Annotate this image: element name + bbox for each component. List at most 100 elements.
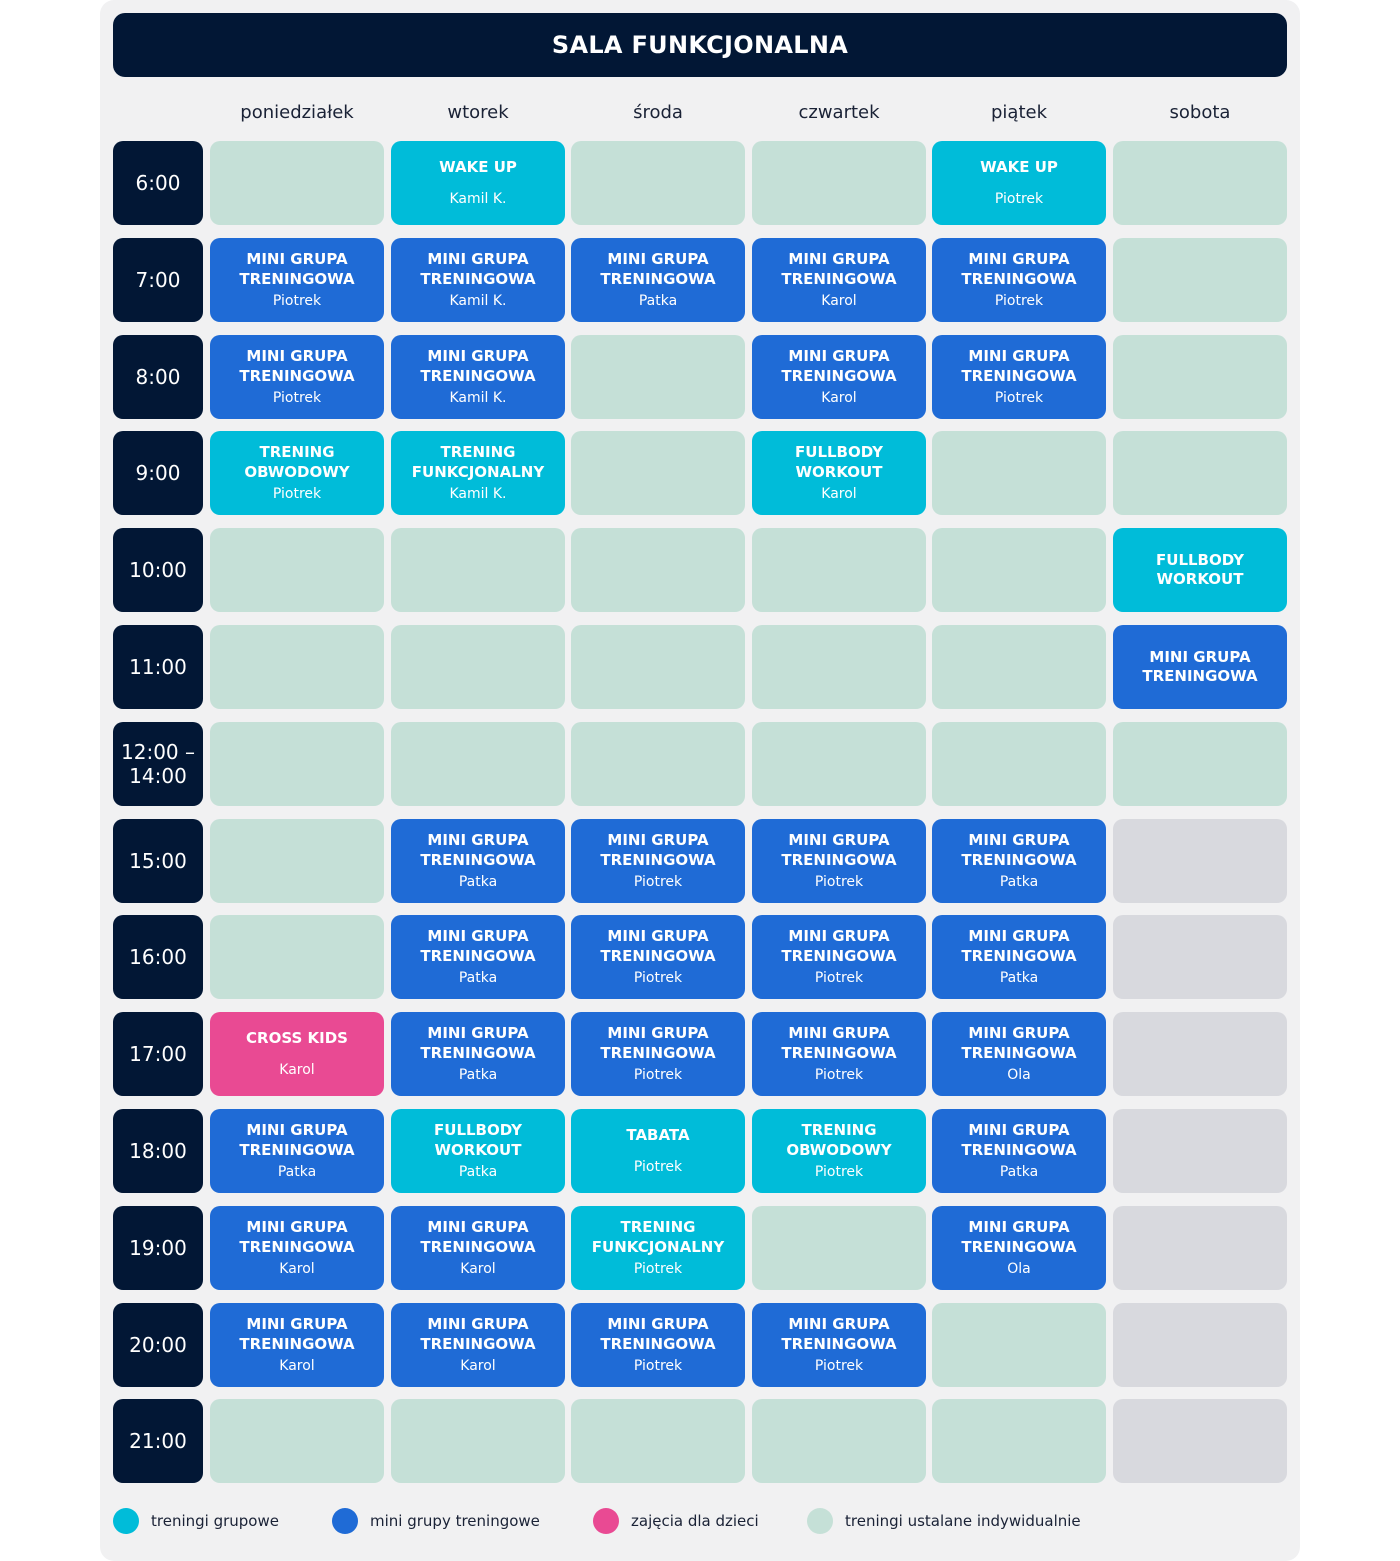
trainer-name: Kamil K. xyxy=(449,191,507,208)
class-name: MINI GRUPA TRENINGOWA xyxy=(600,831,716,869)
class-slot[interactable]: MINI GRUPA TRENINGOWA Piotrek xyxy=(932,238,1106,322)
time-label: 7:00 xyxy=(113,238,203,322)
day-header: poniedziałek xyxy=(240,102,354,123)
day-header: środa xyxy=(633,102,683,123)
empty-slot xyxy=(1113,915,1287,999)
class-slot[interactable]: MINI GRUPA TRENINGOWA xyxy=(1113,625,1287,709)
trainer-name: Piotrek xyxy=(994,293,1044,309)
empty-slot xyxy=(1113,1012,1287,1096)
class-name: MINI GRUPA TRENINGOWA xyxy=(600,1024,716,1062)
trainer-name: Karol xyxy=(821,293,857,309)
time-label: 6:00 xyxy=(113,141,203,225)
class-name: MINI GRUPA TRENINGOWA xyxy=(239,250,355,288)
day-header: sobota xyxy=(1169,102,1231,123)
class-slot[interactable]: MINI GRUPA TRENINGOWA Patka xyxy=(391,915,565,999)
class-name: TRENING OBWODOWY xyxy=(244,443,350,481)
legend-dot-icon xyxy=(332,1508,358,1534)
trainer-name: Piotrek xyxy=(814,970,864,986)
empty-slot xyxy=(932,722,1106,806)
class-name: MINI GRUPA TRENINGOWA xyxy=(420,1024,536,1062)
trainer-name: Karol xyxy=(821,486,857,502)
class-name: MINI GRUPA TRENINGOWA xyxy=(420,927,536,965)
class-name: MINI GRUPA TRENINGOWA xyxy=(1142,647,1258,686)
time-label: 12:00 – 14:00 xyxy=(113,722,203,806)
trainer-name: Piotrek xyxy=(633,970,683,986)
trainer-name: Patka xyxy=(458,970,498,986)
time-label: 16:00 xyxy=(113,915,203,999)
class-name: MINI GRUPA TRENINGOWA xyxy=(420,250,536,288)
class-name: TRENING FUNKCJONALNY xyxy=(411,443,545,481)
class-slot[interactable]: MINI GRUPA TRENINGOWA Piotrek xyxy=(210,238,384,322)
class-name: CROSS KIDS xyxy=(246,1028,348,1047)
trainer-name: Piotrek xyxy=(272,293,322,309)
class-name: MINI GRUPA TRENINGOWA xyxy=(961,250,1077,288)
trainer-name: Piotrek xyxy=(633,1358,683,1374)
empty-slot xyxy=(571,1399,745,1483)
time-label: 9:00 xyxy=(113,431,203,515)
class-name: MINI GRUPA TRENINGOWA xyxy=(961,927,1077,965)
class-name: WAKE UP xyxy=(980,157,1058,176)
trainer-name: Karol xyxy=(279,1062,315,1079)
time-label: 20:00 xyxy=(113,1303,203,1387)
time-label: 21:00 xyxy=(113,1399,203,1483)
class-name: MINI GRUPA TRENINGOWA xyxy=(961,347,1077,385)
class-slot[interactable]: CROSS KIDS Karol xyxy=(210,1012,384,1096)
trainer-name: Piotrek xyxy=(272,390,322,406)
empty-slot xyxy=(210,915,384,999)
time-label: 18:00 xyxy=(113,1109,203,1193)
empty-slot xyxy=(571,528,745,612)
empty-slot xyxy=(210,819,384,903)
trainer-name: Ola xyxy=(1007,1261,1031,1277)
empty-slot xyxy=(1113,1109,1287,1193)
legend-dot-icon xyxy=(807,1508,833,1534)
class-name: MINI GRUPA TRENINGOWA xyxy=(420,1315,536,1353)
class-name: MINI GRUPA TRENINGOWA xyxy=(420,347,536,385)
empty-slot xyxy=(210,1399,384,1483)
class-name: TRENING FUNKCJONALNY xyxy=(591,1218,725,1256)
class-name: TABATA xyxy=(626,1125,690,1144)
class-name: FULLBODY WORKOUT xyxy=(1156,550,1244,589)
class-slot[interactable]: FULLBODY WORKOUT xyxy=(1113,528,1287,612)
empty-slot xyxy=(932,1399,1106,1483)
trainer-name: Patka xyxy=(458,874,498,890)
time-label: 8:00 xyxy=(113,335,203,419)
class-name: MINI GRUPA TRENINGOWA xyxy=(600,927,716,965)
empty-slot xyxy=(1113,238,1287,322)
class-slot[interactable]: MINI GRUPA TRENINGOWA Piotrek xyxy=(571,915,745,999)
